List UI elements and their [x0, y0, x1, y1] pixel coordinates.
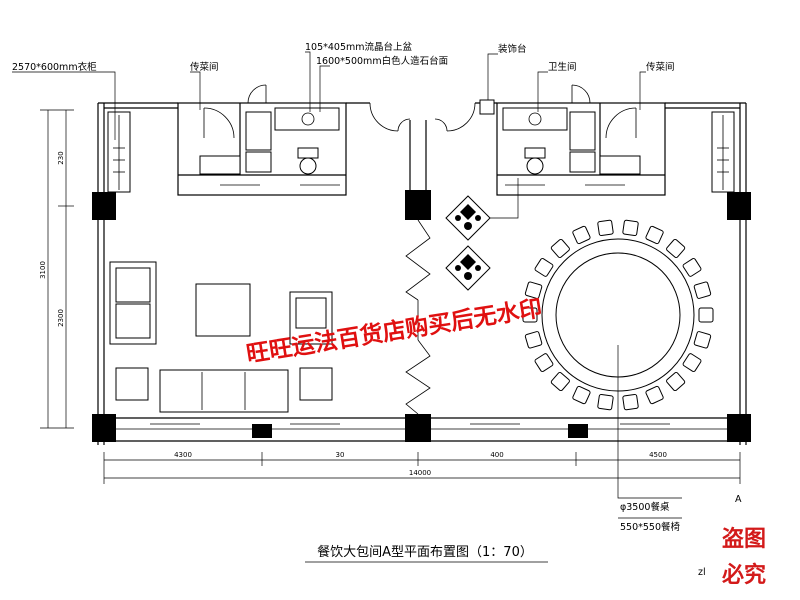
lounge-furniture [109, 261, 333, 413]
label-table: φ3500餐桌 [620, 501, 670, 513]
seal-line-2: 必究 [722, 562, 766, 588]
dining-chair [550, 238, 570, 259]
decor-diamond-2 [445, 245, 491, 291]
label-wardrobe: 2570*600mm衣柜 [12, 61, 97, 73]
dining-chair [572, 385, 591, 405]
left-service-block [177, 84, 347, 196]
leader-lines [12, 51, 682, 519]
label-pantry-left: 传菜间 [190, 61, 219, 73]
dining-chair [524, 331, 543, 349]
dining-chair [572, 225, 591, 245]
dim-bottom-total: 14000 [409, 469, 431, 477]
right-service-block [496, 84, 666, 196]
dining-chair [550, 371, 570, 392]
dim-left-bottom: 2300 [57, 309, 65, 327]
seal-line-1: 盗图 [722, 526, 766, 552]
dining-chair [534, 258, 554, 277]
small-tag-zl: zl [698, 567, 706, 578]
dining-chair [597, 393, 614, 411]
dim-bottom-4: 4500 [649, 451, 667, 459]
dining-chair [522, 307, 538, 323]
dim-bottom-2: 30 [336, 451, 345, 459]
dining-chair [622, 219, 639, 237]
small-tag-a: A [735, 494, 742, 505]
dim-bottom-3: 400 [490, 451, 503, 459]
dining-chair [534, 353, 554, 372]
label-counter: 1600*500mm白色人造石台面 [316, 55, 448, 67]
dining-chair [693, 281, 712, 299]
label-toilet: 卫生间 [548, 61, 577, 73]
watermark-text: 旺旺运法百货店购买后无水印 [244, 295, 544, 368]
dimension-left: 230 3100 2300 [39, 109, 74, 429]
dim-left-total: 3100 [39, 261, 47, 279]
dining-chair [693, 331, 712, 349]
central-partition [405, 120, 431, 415]
dim-left-top: 230 [57, 151, 65, 164]
label-pantry-right: 传菜间 [646, 61, 675, 73]
dining-chair [524, 281, 543, 299]
wardrobe-right [711, 111, 735, 193]
drawing-title: 餐饮大包间A型平面布置图（1：70） [317, 544, 533, 560]
decor-diamond-1 [445, 195, 491, 241]
wardrobe-left [107, 111, 131, 193]
dining-chair [666, 371, 686, 392]
dining-chair [645, 225, 664, 245]
dining-chair [666, 238, 686, 259]
dining-chair [597, 219, 614, 237]
round-dining-table [522, 219, 714, 411]
label-basin: 105*405mm流晶台上盆 [305, 41, 413, 53]
label-service-counter: 装饰台 [498, 43, 527, 55]
dining-chair [622, 393, 639, 411]
dimension-bottom: 4300 30 400 4500 14000 [103, 451, 741, 484]
dining-chair [645, 385, 664, 405]
dining-chair [682, 258, 702, 277]
structural-columns [92, 190, 751, 442]
label-chair: 550*550餐椅 [620, 521, 681, 533]
dining-chair [682, 353, 702, 372]
entrance-doors [346, 99, 497, 132]
dining-chair [698, 307, 714, 323]
dim-bottom-1: 4300 [174, 451, 192, 459]
